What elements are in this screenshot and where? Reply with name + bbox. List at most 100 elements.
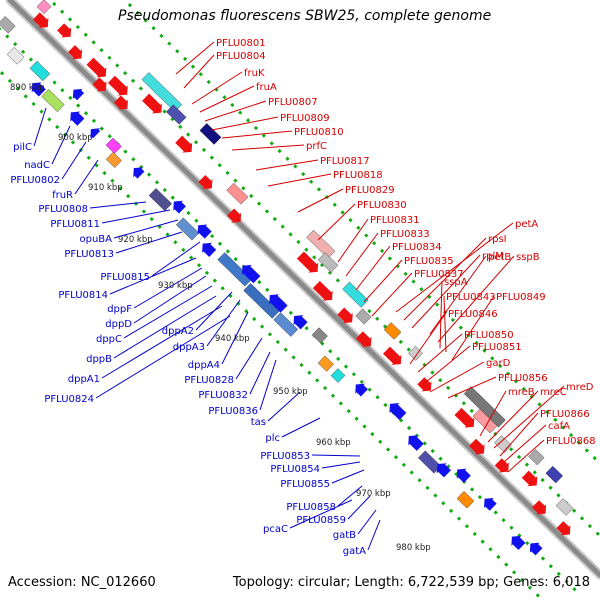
gene-label-PFLU0831: PFLU0831 <box>370 215 420 226</box>
connector-PFLU0828 <box>235 337 263 380</box>
connector-PFLU0802 <box>61 141 87 180</box>
connector-petA <box>395 222 514 313</box>
cds-arrow <box>142 93 162 114</box>
cds-arrow <box>72 88 85 101</box>
gene-label-dppB: dppB <box>86 354 112 365</box>
connector-PFLU0810 <box>221 130 293 139</box>
cds-arrow <box>269 294 288 313</box>
gene-label-prfC: prfC <box>306 141 327 152</box>
connector-PFLU0858 <box>337 485 363 507</box>
gene-label-PFLU0856: PFLU0856 <box>498 373 548 384</box>
gene-feature-43 <box>29 60 51 82</box>
gene-feature-22 <box>337 307 353 324</box>
connector-dppD <box>133 275 207 324</box>
feature-block <box>226 182 249 205</box>
gene-label-tas: tas <box>251 417 266 428</box>
gene-feature-67 <box>389 403 407 420</box>
gene-label-PFLU0830: PFLU0830 <box>357 200 407 211</box>
gene-feature-18 <box>296 251 319 273</box>
cds-arrow <box>337 307 353 324</box>
gene-label-PFLU0866: PFLU0866 <box>540 409 590 420</box>
gene-feature-53 <box>173 200 186 214</box>
gene-label-PFLU0846: PFLU0846 <box>448 309 498 320</box>
gene-label-PFLU0859: PFLU0859 <box>296 515 346 526</box>
cds-arrow <box>31 82 46 97</box>
feature-block <box>456 491 475 509</box>
gene-feature-47 <box>70 111 85 126</box>
connector-PFLU0855 <box>331 469 365 484</box>
gene-feature-33 <box>494 435 512 453</box>
connector-nadC <box>51 125 71 165</box>
cds-arrow <box>511 535 526 550</box>
gene-feature-71 <box>456 468 471 483</box>
connector-PFLU0843 <box>443 295 447 353</box>
gene-label-fruK: fruK <box>244 68 265 79</box>
kbp-tick-label: 950 kbp <box>273 387 308 397</box>
feature-block <box>6 47 25 65</box>
gene-feature-26 <box>382 346 402 365</box>
connector-rplM <box>411 254 481 329</box>
feature-block <box>342 281 369 308</box>
gene-label-PFLU0868: PFLU0868 <box>546 436 596 447</box>
feature-block <box>330 368 346 383</box>
cds-arrow <box>202 242 217 257</box>
connector-PFLU0831 <box>337 218 369 263</box>
gene-label-gatA: gatA <box>343 546 366 557</box>
connector-opuBA <box>113 219 179 239</box>
gene-feature-32 <box>469 438 485 455</box>
connector-PFLU0813 <box>115 231 183 254</box>
cds-arrow <box>556 521 571 536</box>
gene-label-PFLU0808: PFLU0808 <box>38 204 88 215</box>
connector-PFLU0808 <box>89 201 147 209</box>
cds-arrow <box>227 208 242 223</box>
feature-block <box>311 327 328 344</box>
feature-block <box>41 89 65 113</box>
connector-PFLU0856 <box>447 376 497 399</box>
feature-block <box>166 104 187 125</box>
feature-block <box>36 0 52 14</box>
gene-label-PFLU0858: PFLU0858 <box>286 502 336 513</box>
gene-feature-5 <box>86 57 107 78</box>
gene-label-fruR: fruR <box>52 190 73 201</box>
gene-label-pcaC: pcaC <box>263 524 288 535</box>
cds-arrow <box>70 111 85 126</box>
connector-PFLU0868 <box>507 439 545 473</box>
gene-label-petA: petA <box>515 219 538 230</box>
feature-block <box>528 449 545 466</box>
gene-feature-55 <box>197 224 212 239</box>
gene-feature-3 <box>57 23 72 38</box>
gene-feature-73 <box>483 497 497 511</box>
connector-prfC <box>231 144 305 151</box>
cds-arrow <box>456 468 471 483</box>
cds-arrow <box>436 463 451 478</box>
kbp-tick-label: 940 kbp <box>215 334 250 344</box>
map-title: Pseudomonas fluorescens SBW25, complete … <box>118 8 492 24</box>
cds-arrow <box>133 167 145 179</box>
connector-dppA4 <box>221 311 249 365</box>
gene-feature-62 <box>293 315 308 330</box>
gene-label-rplM: rplM <box>482 251 504 262</box>
connector-PFLU0807 <box>204 100 267 122</box>
gene-feature-52 <box>148 188 173 212</box>
connector-PFLU0850 <box>417 333 463 373</box>
gene-feature-66 <box>355 383 368 397</box>
gene-feature-65 <box>330 368 346 383</box>
connector-PFLU0830 <box>317 203 356 241</box>
cds-arrow <box>355 383 368 397</box>
cds-arrow <box>67 45 83 60</box>
cds-arrow <box>469 438 485 455</box>
gene-feature-50 <box>105 151 122 168</box>
gene-feature-60 <box>269 294 288 313</box>
gene-feature-24 <box>355 331 372 347</box>
gene-label-PFLU0854: PFLU0854 <box>270 464 320 475</box>
connector-PFLU0829 <box>297 188 344 213</box>
gene-feature-2 <box>32 12 49 28</box>
gene-label-PFLU0817: PFLU0817 <box>320 156 370 167</box>
gene-label-mreC: mreC <box>540 387 567 398</box>
kbp-tick-label: 920 kbp <box>118 235 153 245</box>
gene-feature-14 <box>198 174 213 190</box>
gene-label-gatB: gatB <box>333 530 356 541</box>
connector-PFLU0804 <box>183 54 215 89</box>
